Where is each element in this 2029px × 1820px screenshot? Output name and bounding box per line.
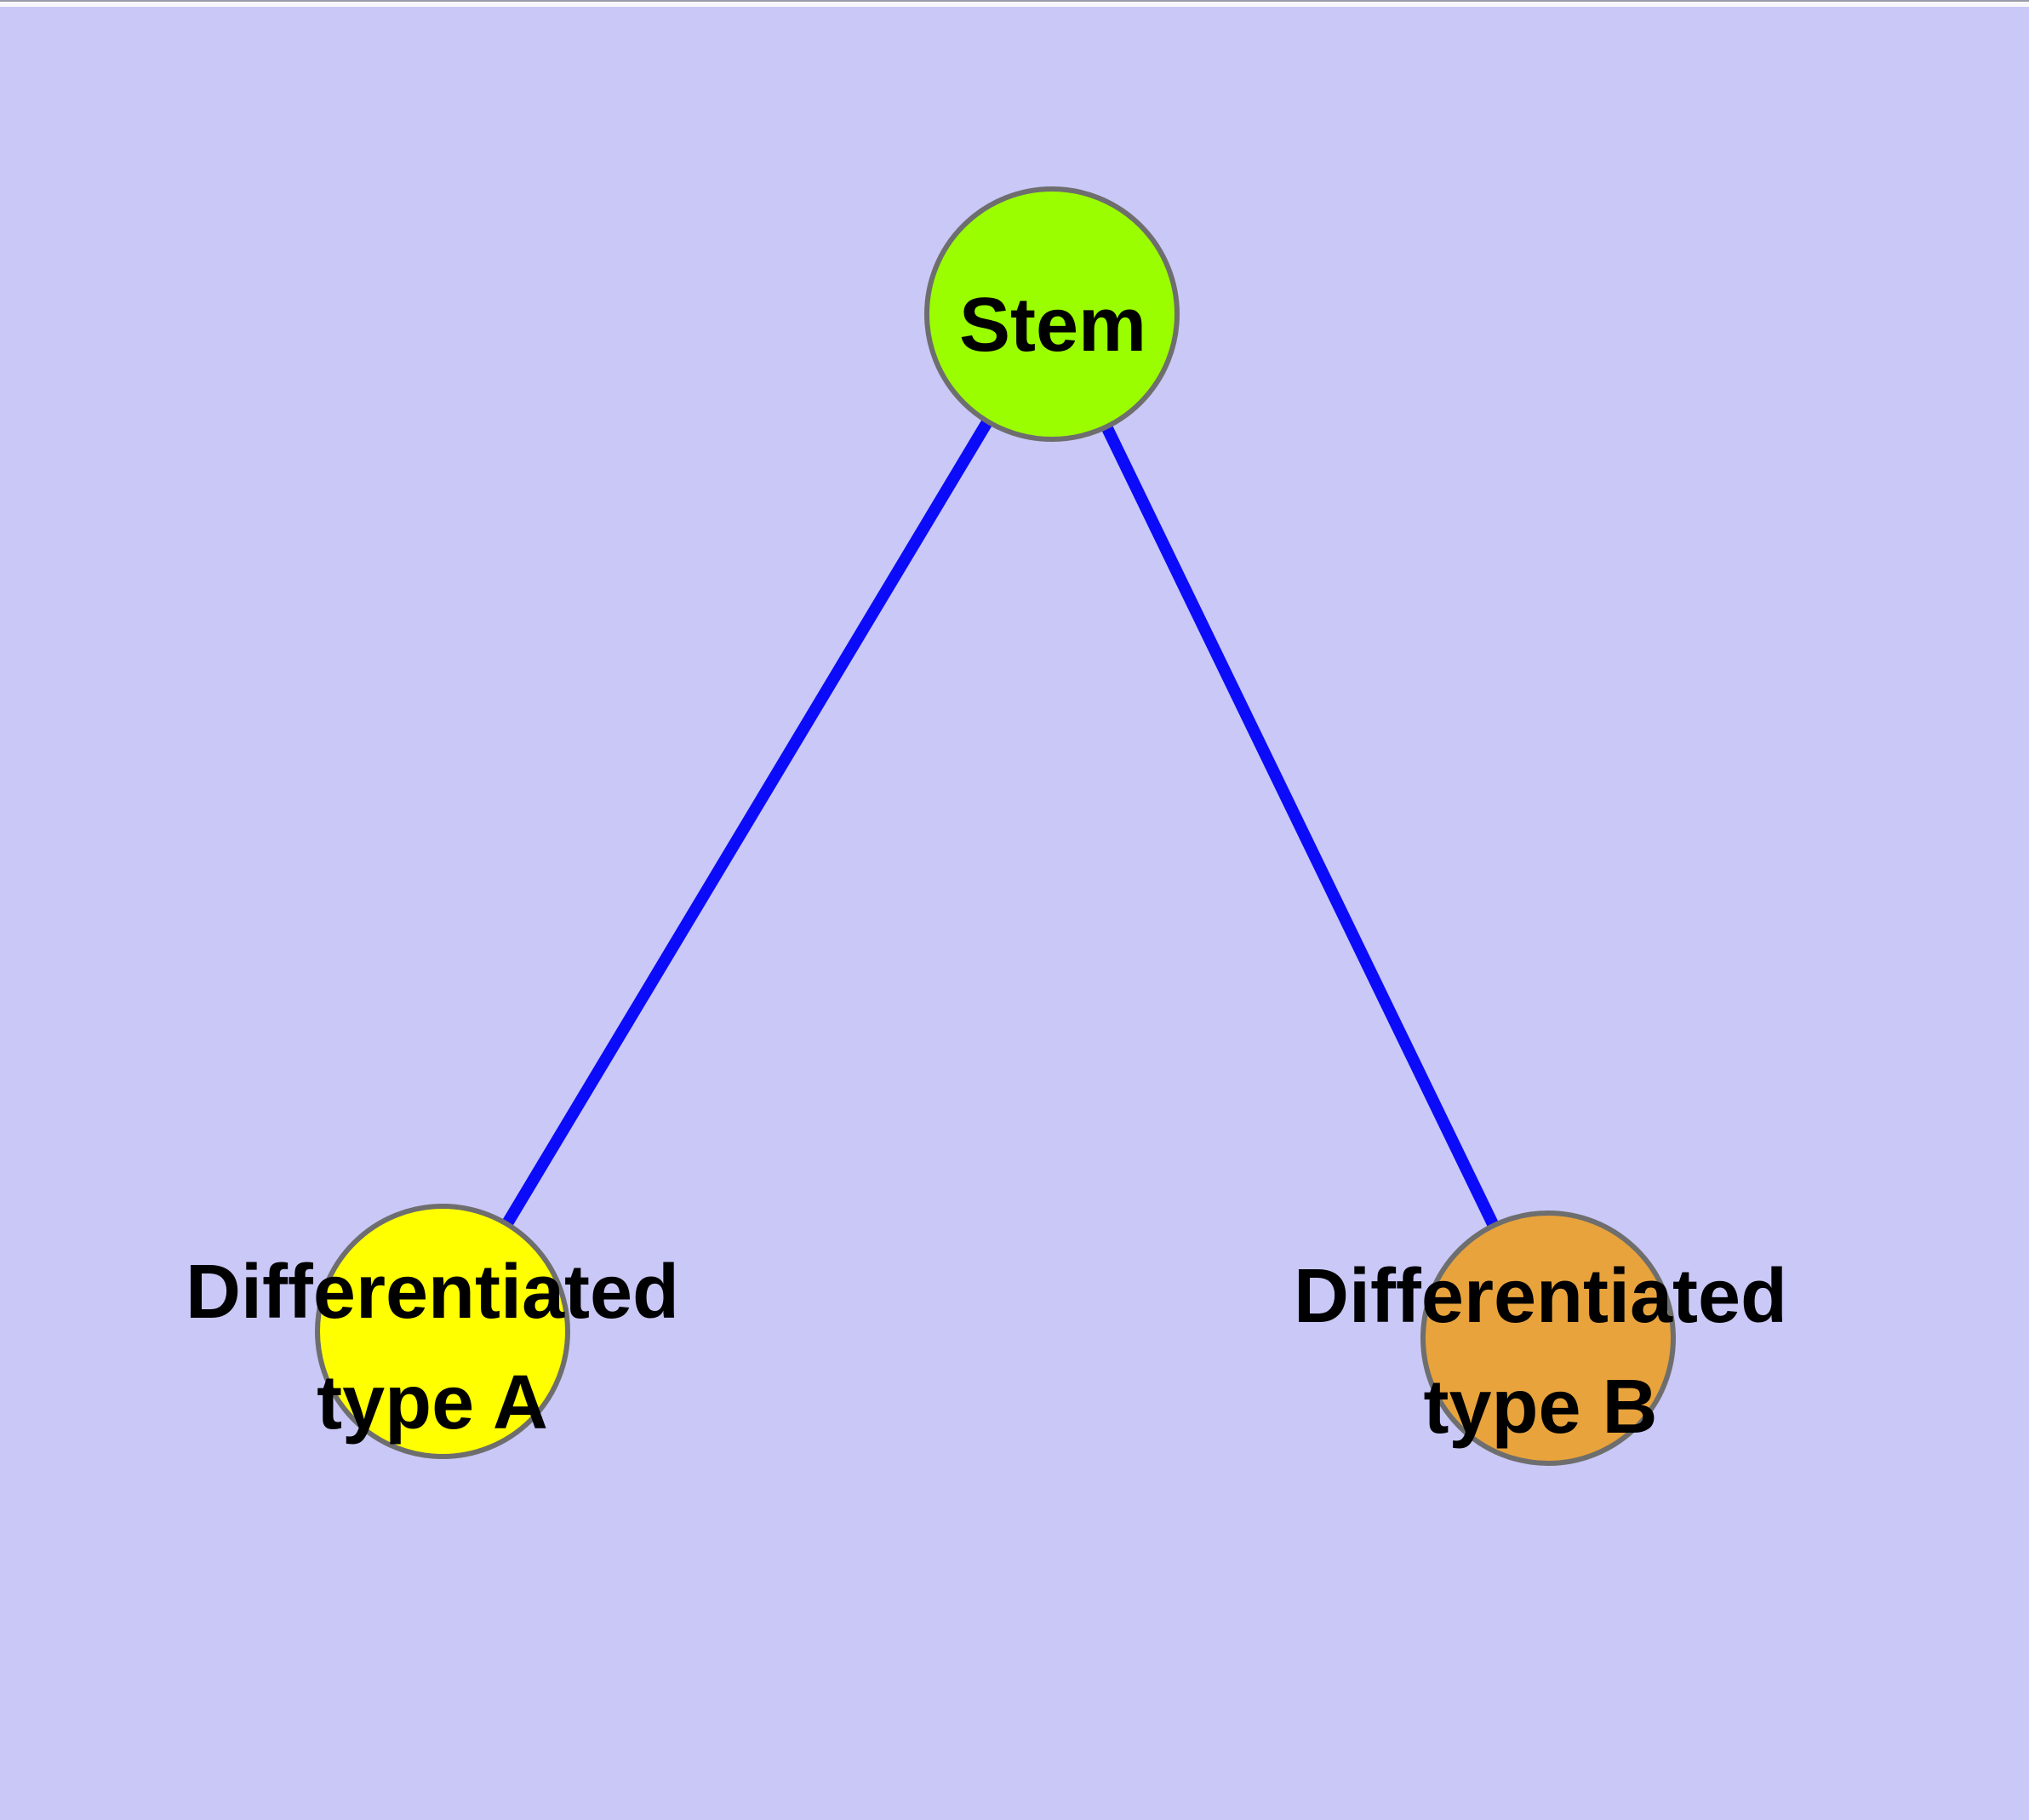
node-type-a-label-line1: Differentiated bbox=[186, 1250, 679, 1335]
edge-stem-to-type-b bbox=[1046, 311, 1554, 1342]
node-type-b-label-line2: type B bbox=[1423, 1365, 1657, 1450]
top-border-line bbox=[0, 0, 2029, 2]
node-type-a-label-line2: type A bbox=[317, 1360, 548, 1445]
node-differentiated-type-b bbox=[1420, 1210, 1676, 1466]
edge-stem-to-type-a bbox=[437, 311, 1058, 1335]
node-stem bbox=[924, 186, 1180, 442]
node-differentiated-type-a bbox=[315, 1204, 570, 1459]
node-stem-label: Stem bbox=[959, 283, 1146, 368]
top-margin-strip bbox=[0, 2, 2029, 7]
node-type-b-label-line1: Differentiated bbox=[1294, 1254, 1787, 1339]
